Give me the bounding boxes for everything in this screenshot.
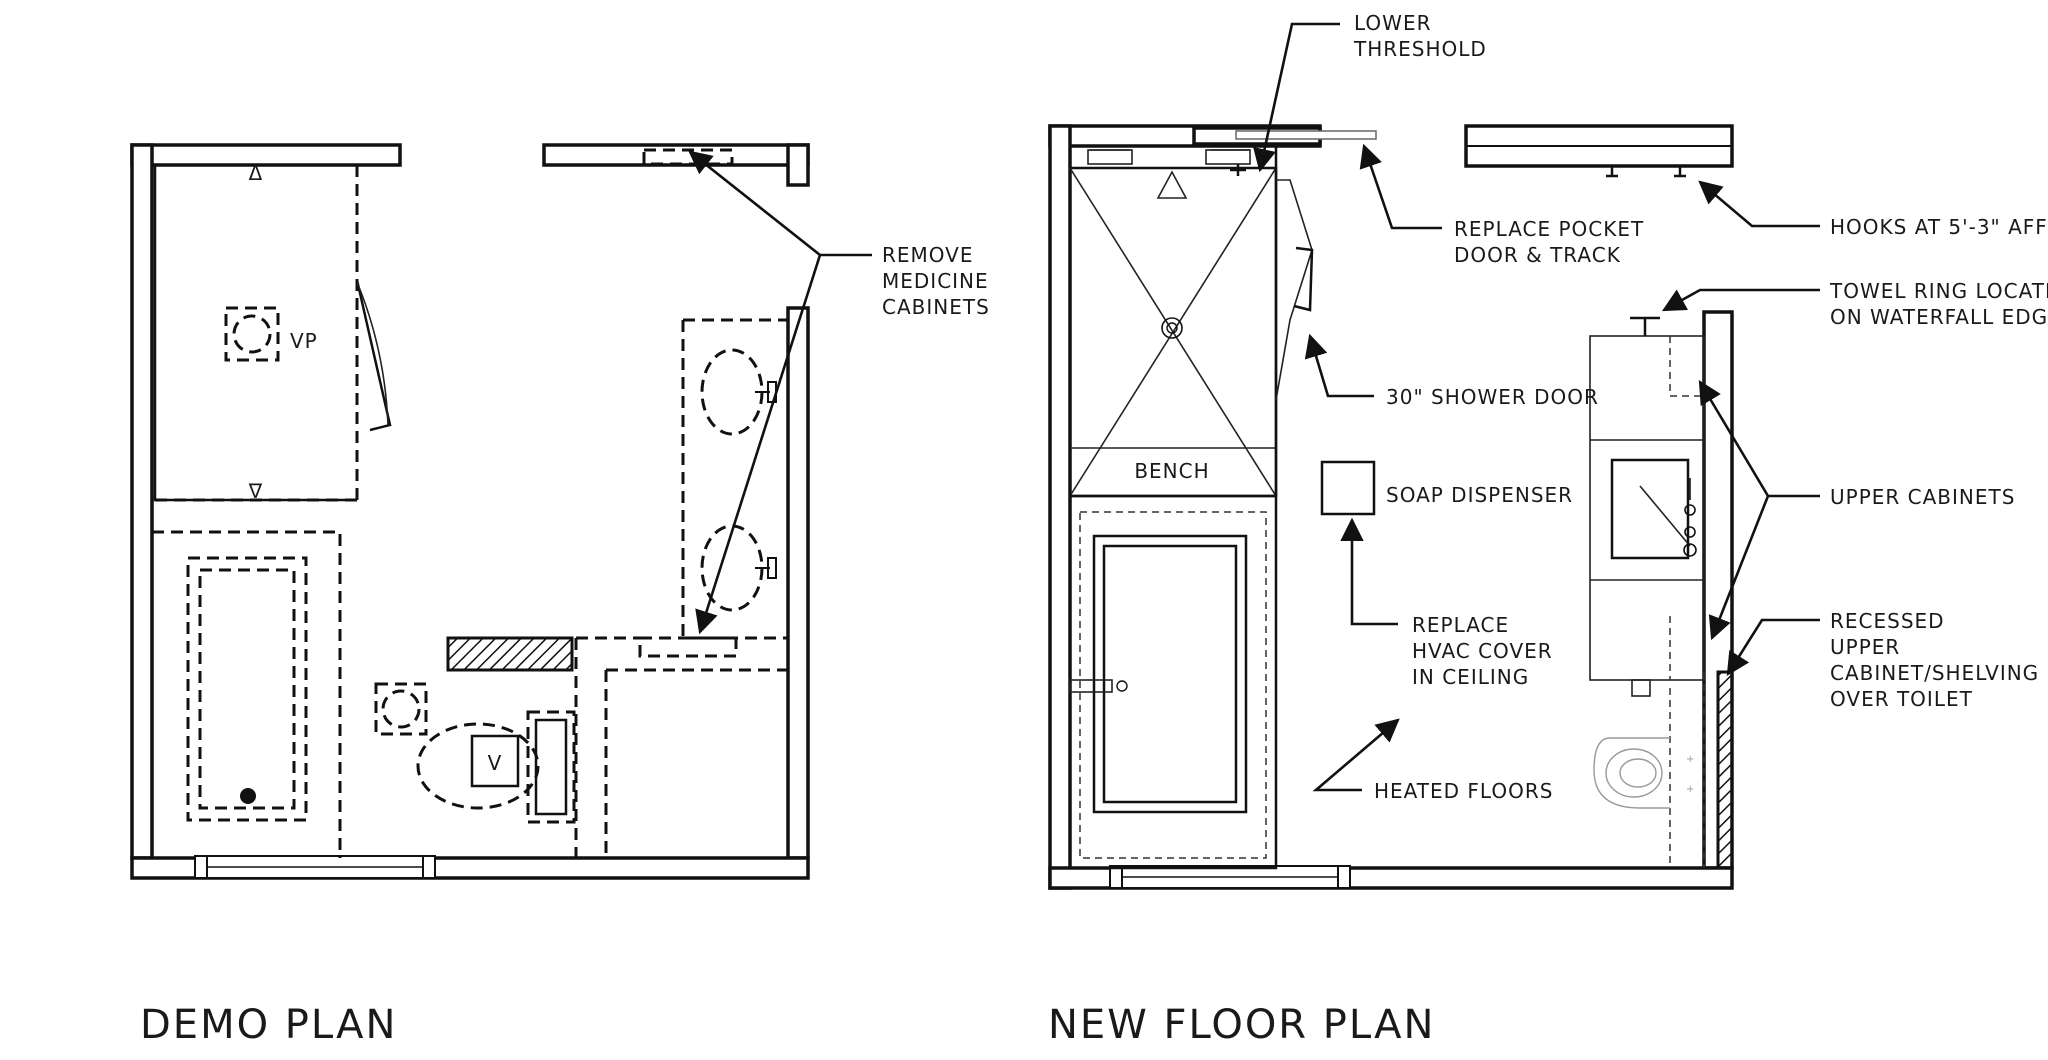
hvac-line-2: HVAC COVER bbox=[1412, 639, 1553, 663]
new-vanity bbox=[1589, 316, 1705, 697]
new-toilet-area: + + bbox=[1593, 670, 1734, 870]
demo-walls bbox=[130, 143, 810, 880]
remove-medicine-cabinets-callout: REMOVE MEDICINE CABINETS bbox=[688, 150, 990, 635]
hooks-callout: HOOKS AT 5'-3" AFF bbox=[1830, 215, 2048, 239]
demo-vanity bbox=[638, 148, 788, 658]
new-shower: BENCH bbox=[1068, 146, 1314, 498]
new-floor-plan: BENCH bbox=[1048, 11, 2048, 1048]
demo-bathtub bbox=[152, 530, 342, 858]
hvac-line-3: IN CEILING bbox=[1412, 665, 1529, 689]
towel-ring-line-2: ON WATERFALL EDGE bbox=[1830, 305, 2048, 329]
pocket-door-line-2: DOOR & TRACK bbox=[1454, 243, 1621, 267]
lower-threshold-line-2: THRESHOLD bbox=[1353, 37, 1487, 61]
bench-label: BENCH bbox=[1134, 459, 1209, 483]
new-floor-plan-title: NEW FLOOR PLAN bbox=[1048, 1002, 1435, 1048]
demo-plan: Δ ∇ VP bbox=[130, 143, 990, 1048]
upper-cabinets-callout: UPPER CABINETS bbox=[1830, 485, 2015, 509]
svg-text:+: + bbox=[1686, 754, 1694, 765]
remove-callout-line-1: REMOVE bbox=[882, 243, 974, 267]
heated-floors-callout: HEATED FLOORS bbox=[1374, 779, 1553, 803]
demo-shower: Δ ∇ VP bbox=[153, 161, 392, 503]
remove-callout-line-3: CABINETS bbox=[882, 295, 990, 319]
demo-toilet-area: V bbox=[374, 636, 788, 858]
new-plan-callouts: LOWER THRESHOLD REPLACE POCKET DOOR & TR… bbox=[1253, 11, 2048, 803]
svg-text:+: + bbox=[1686, 784, 1694, 795]
new-tub-closet bbox=[1068, 494, 1278, 870]
vent-fixture-label: VP bbox=[290, 329, 318, 353]
remove-callout-line-2: MEDICINE bbox=[882, 269, 989, 293]
demo-plan-title: DEMO PLAN bbox=[140, 1002, 397, 1048]
pocket-door-line-1: REPLACE POCKET bbox=[1454, 217, 1644, 241]
lower-threshold-line-1: LOWER bbox=[1354, 11, 1431, 35]
soap-dispenser bbox=[1320, 460, 1376, 516]
recessed-line-2: UPPER bbox=[1830, 635, 1900, 659]
svg-text:∇: ∇ bbox=[248, 479, 263, 503]
recessed-line-3: CABINET/SHELVING bbox=[1830, 661, 2039, 685]
towel-ring-line-1: TOWEL RING LOCATED bbox=[1829, 279, 2048, 303]
svg-text:Δ: Δ bbox=[249, 161, 264, 185]
recessed-line-4: OVER TOILET bbox=[1830, 687, 1973, 711]
soap-dispenser-callout: SOAP DISPENSER bbox=[1386, 483, 1573, 507]
hvac-line-1: REPLACE bbox=[1412, 613, 1509, 637]
recessed-line-1: RECESSED bbox=[1830, 609, 1945, 633]
toilet-fixture-label: V bbox=[488, 751, 503, 775]
shower-door-callout: 30" SHOWER DOOR bbox=[1386, 385, 1599, 409]
